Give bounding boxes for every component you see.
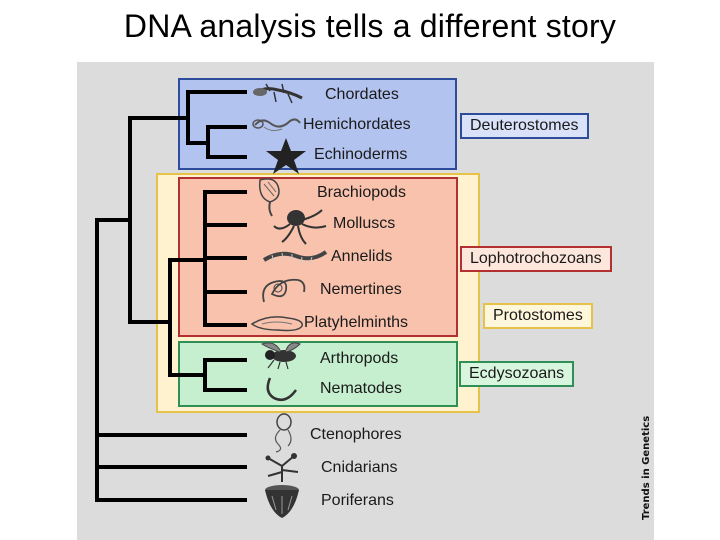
hydra-icon <box>265 453 299 482</box>
comb-jelly-icon <box>274 413 292 453</box>
taxon-label-echinoderms: Echinoderms <box>314 146 408 163</box>
taxon-label-platyhelminths: Platyhelminths <box>304 314 409 331</box>
taxon-label-arthropods: Arthropods <box>320 350 399 367</box>
taxon-label-cnidarians: Cnidarians <box>321 459 398 476</box>
taxon-label-annelids: Annelids <box>331 248 393 265</box>
taxon-label-nemertines: Nemertines <box>320 281 402 298</box>
taxon-label-chordates: Chordates <box>325 86 399 103</box>
acorn-worm-icon <box>252 118 301 132</box>
taxon-label-ctenophores: Ctenophores <box>310 426 402 443</box>
octopus-icon <box>273 209 327 245</box>
taxon-label-poriferans: Poriferans <box>321 492 394 509</box>
taxon-label-hemichordates: Hemichordates <box>303 116 411 133</box>
sponge-icon <box>265 485 299 518</box>
taxon-label-brachiopods: Brachiopods <box>317 184 406 201</box>
source-credit: Trends in Genetics <box>641 415 652 520</box>
clade-label-deuterostomes: Deuterostomes <box>460 113 589 139</box>
ribbon-worm-icon <box>262 278 306 303</box>
slide-title: DNA analysis tells a different story <box>123 8 617 44</box>
clade-label-protostomes: Protostomes <box>483 303 593 329</box>
taxon-label-nematodes: Nematodes <box>320 380 402 397</box>
clade-label-lophotrochozoans: Lophotrochozoans <box>460 246 612 272</box>
flatworm-icon <box>250 316 303 332</box>
taxon-label-molluscs: Molluscs <box>333 215 396 232</box>
ecdysozoans-region <box>178 341 458 407</box>
brachiopod-icon <box>258 178 280 217</box>
roundworm-icon <box>266 377 298 401</box>
starfish-icon <box>266 138 306 174</box>
segmented-worm-icon <box>262 250 328 265</box>
lizard-icon <box>253 83 303 104</box>
clade-label-ecdysozoans: Ecdysozoans <box>459 361 575 387</box>
fly-icon <box>260 342 301 370</box>
